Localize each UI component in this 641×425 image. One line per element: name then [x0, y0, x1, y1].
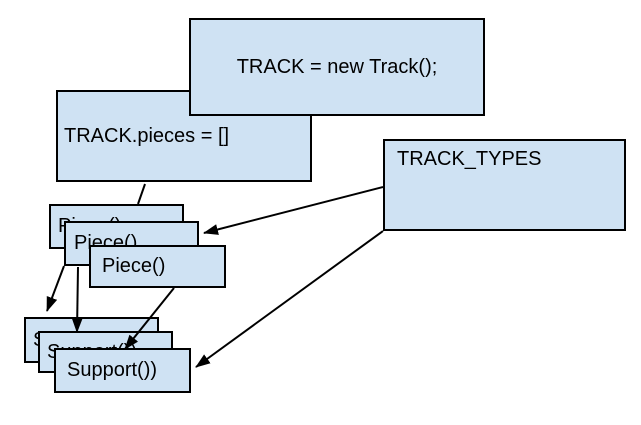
node-track-types-label: TRACK_TYPES: [397, 148, 542, 170]
connector-trackpieces-to-piece-stack: [137, 183, 146, 205]
node-track-new-label: TRACK = new Track();: [236, 55, 438, 78]
arrow-tracktypes-to-piece-stack: [203, 186, 384, 235]
node-support-front-label: Support()): [67, 359, 158, 381]
node-track-new: TRACK = new Track();: [189, 18, 485, 116]
node-piece-front: Piece(): [89, 245, 226, 288]
arrow-piece-to-support-back: [46, 265, 65, 312]
node-support-front: Support()): [54, 348, 191, 393]
node-track-pieces-label: TRACK.pieces = []: [64, 124, 230, 147]
node-piece-front-label: Piece(): [102, 255, 166, 277]
node-track-types: TRACK_TYPES: [383, 139, 626, 231]
